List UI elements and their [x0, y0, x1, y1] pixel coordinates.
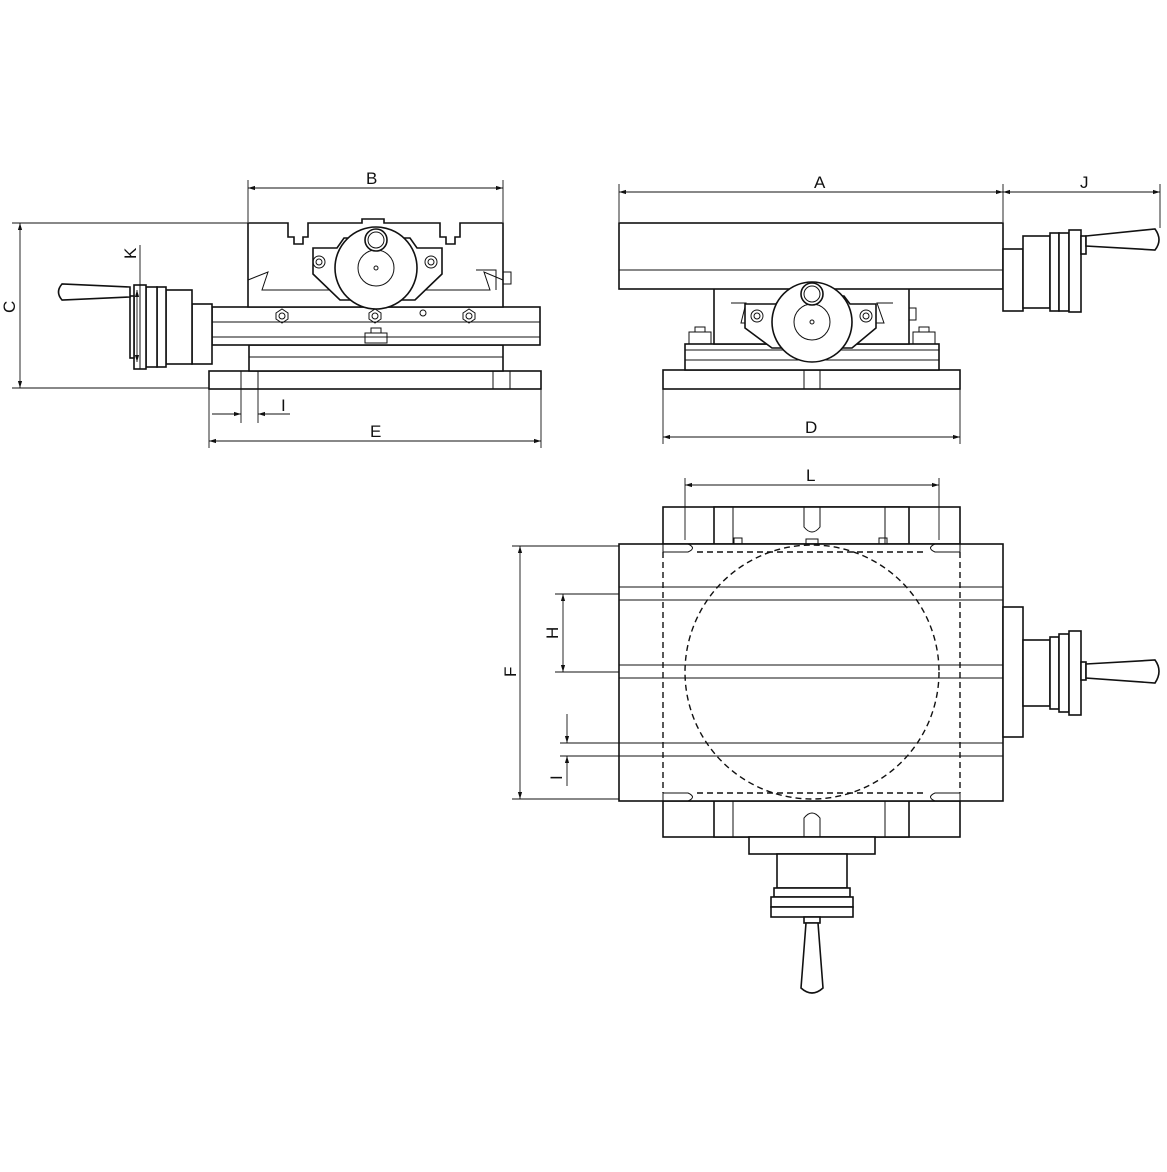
dim-label-e: E — [370, 422, 381, 441]
side-view-dimensions: A J D — [618, 173, 1161, 444]
dim-label-b: B — [366, 169, 377, 188]
dim-label-h: H — [543, 627, 562, 639]
dim-label-k: K — [121, 247, 140, 259]
front-view-dimensions: B C K I E — [0, 169, 542, 448]
top-view — [618, 506, 1160, 994]
dim-label-j: J — [1080, 173, 1089, 192]
top-view-dimensions: L F H I — [501, 466, 940, 800]
dim-label-i-front: I — [281, 396, 286, 415]
side-view — [618, 222, 1160, 390]
dim-label-i-top: I — [547, 775, 566, 780]
dim-label-l: L — [806, 466, 815, 485]
dim-label-f: F — [501, 667, 520, 677]
front-view — [57, 218, 542, 390]
dim-label-d: D — [805, 418, 817, 437]
dim-label-c: C — [0, 301, 19, 313]
dim-label-a: A — [814, 173, 826, 192]
